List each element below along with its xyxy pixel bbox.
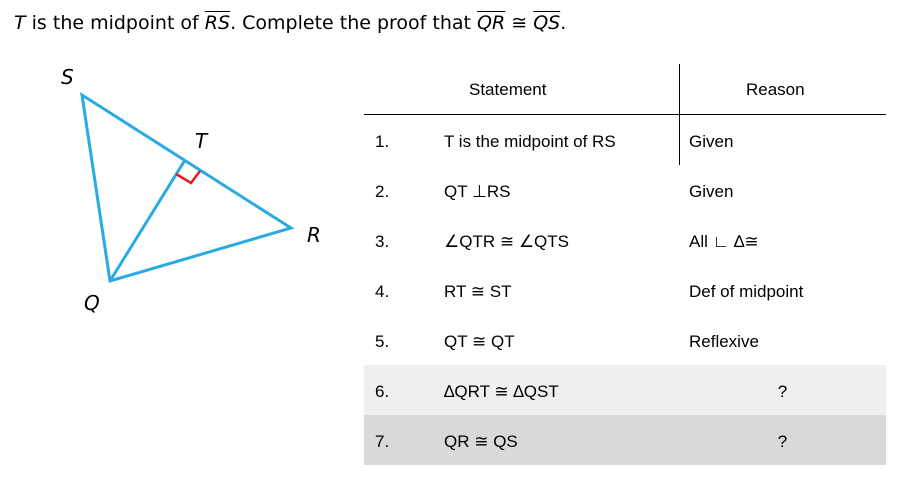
proof-table: Statement Reason 1. T is the midpoint of…	[364, 64, 886, 465]
statement-column-header: Statement	[469, 80, 547, 99]
proof-row-6: 6. ∆QRT ≅ ∆QST ?	[364, 365, 886, 415]
statement-cell: QT ≅ QT	[444, 332, 515, 351]
reason-cell: All ∟ ∆≅	[689, 232, 759, 251]
column-divider	[679, 64, 680, 115]
reason-cell: Given	[689, 132, 734, 151]
proof-table-header: Statement Reason	[364, 64, 886, 115]
step-number: 3.	[375, 232, 390, 251]
column-divider	[679, 115, 680, 165]
statement-cell: T is the midpoint of RS	[444, 132, 616, 151]
reason-cell: Def of midpoint	[689, 282, 804, 301]
vertex-label-s: S	[61, 65, 74, 89]
prompt-period: .	[560, 12, 567, 34]
triangle-figure	[80, 91, 295, 283]
proof-row-7: 7. QR ≅ QS ?	[364, 415, 886, 465]
prompt-segment-qs: QS	[533, 12, 561, 34]
reason-blank-dropdown[interactable]: ?	[777, 382, 788, 401]
step-number: 5.	[375, 332, 390, 351]
prompt-segment-qr: QR	[477, 12, 506, 34]
right-angle-marker	[175, 170, 201, 185]
header-divider	[364, 114, 886, 115]
prompt-text: . Complete the proof that	[230, 12, 478, 34]
prompt-congruent-symbol: ≅	[505, 12, 534, 34]
step-number: 1.	[375, 132, 390, 151]
vertex-label-q: Q	[84, 291, 100, 315]
step-number: 4.	[375, 282, 390, 301]
prompt-point-t: T	[14, 12, 26, 34]
vertex-label-r: R	[307, 223, 321, 247]
statement-cell: ∆QRT ≅ ∆QST	[444, 382, 559, 401]
prompt-segment-rs: RS	[204, 12, 231, 34]
reason-cell: Reflexive	[689, 332, 759, 351]
reason-column-header: Reason	[746, 80, 805, 99]
vertex-label-t: T	[195, 129, 208, 153]
problem-prompt: T is the midpoint of RS. Complete the pr…	[14, 10, 566, 36]
proof-row-3: 3. ∠QTR ≅ ∠QTS All ∟ ∆≅	[364, 215, 886, 265]
reason-blank-dropdown[interactable]: ?	[777, 432, 788, 451]
step-number: 7.	[375, 432, 390, 451]
step-number: 2.	[375, 182, 390, 201]
step-number: 6.	[375, 382, 390, 401]
statement-cell: QT ⊥RS	[444, 182, 511, 201]
segment-qt	[108, 159, 187, 282]
proof-row-5: 5. QT ≅ QT Reflexive	[364, 315, 886, 365]
reason-cell: Given	[689, 182, 734, 201]
proof-row-4: 4. RT ≅ ST Def of midpoint	[364, 265, 886, 315]
triangle-qrs	[80, 91, 295, 283]
statement-cell: RT ≅ ST	[444, 282, 512, 301]
statement-cell: QR ≅ QS	[444, 432, 518, 451]
proof-row-2: 2. QT ⊥RS Given	[364, 165, 886, 215]
prompt-text: is the midpoint of	[25, 12, 205, 34]
statement-cell: ∠QTR ≅ ∠QTS	[444, 232, 570, 251]
proof-row-1: 1. T is the midpoint of RS Given	[364, 115, 886, 165]
